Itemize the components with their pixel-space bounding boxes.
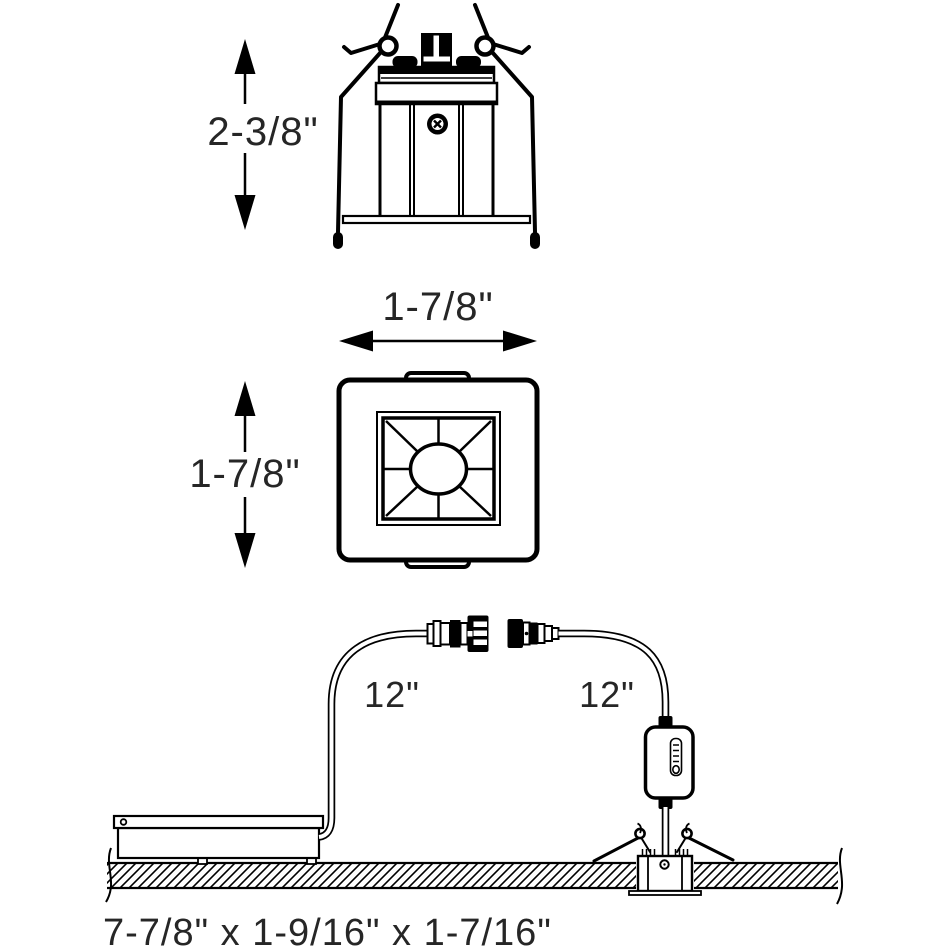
- top-knob-right: [456, 56, 481, 68]
- recessed-fixture: [592, 822, 735, 896]
- spring-loop-right: [474, 35, 496, 57]
- arrowhead-down-icon: [234, 195, 256, 230]
- fixture-spring-clip-left: [592, 822, 651, 863]
- top-plate-edge: [379, 67, 494, 74]
- face-width-dimension-label: 1-7/8": [382, 285, 493, 329]
- trim-flange: [341, 214, 532, 225]
- top-connector-block: [421, 33, 452, 67]
- face-view-figure: [336, 371, 540, 569]
- ceiling-break-right: [836, 847, 844, 905]
- arrowhead-left-icon: [339, 330, 373, 352]
- ceiling-right-band: [694, 863, 838, 888]
- driver-dimensions-label: 7-7/8" x 1-9/16" x 1-7/16": [103, 912, 552, 952]
- right-cable-length-label: 12": [579, 674, 635, 715]
- reflector-facet-lines: [383, 418, 494, 519]
- driver-box: [112, 814, 325, 865]
- ceiling-break-left: [105, 847, 113, 903]
- housing-body: [341, 65, 532, 225]
- face-height-dimension-label: 1-7/8": [189, 452, 300, 496]
- face-height-dimension: 1-7/8": [189, 381, 300, 568]
- driver-cable: [318, 629, 428, 841]
- spring-clip-left: [333, 3, 400, 249]
- installation-figure: 12" 12": [105, 615, 844, 905]
- fixture-pins-right: [674, 849, 689, 856]
- face-width-dimension: 1-7/8": [339, 285, 537, 352]
- side-height-dimension-label: 2-3/8": [207, 110, 318, 154]
- driver-lid-screw: [119, 818, 128, 826]
- fixture-spring-clip-right: [676, 822, 735, 862]
- heatsink-fins: [409, 104, 464, 216]
- fixture-cable: [558, 629, 670, 721]
- ceiling-section: [105, 847, 844, 905]
- spring-loop-left: [377, 35, 399, 57]
- arrowhead-up-icon: [234, 39, 256, 74]
- arrowhead-down-icon: [234, 533, 256, 568]
- inline-switch-module: [643, 716, 695, 809]
- fixture-pins-left: [641, 849, 656, 856]
- left-cable-length-label: 12": [364, 674, 420, 715]
- ceiling-left-band: [107, 863, 636, 888]
- driver-body: [116, 826, 321, 860]
- arrowhead-up-icon: [234, 381, 256, 416]
- fixture-flange: [628, 890, 702, 896]
- module-body: [643, 725, 695, 800]
- side-height-dimension: 2-3/8": [207, 39, 318, 230]
- female-connector: [507, 619, 560, 648]
- driver-lid: [112, 814, 325, 830]
- side-view-figure: [333, 3, 540, 249]
- lens-circle: [408, 442, 469, 496]
- top-knob-left: [392, 56, 418, 68]
- male-connector: [426, 615, 489, 652]
- spring-clip-right: [473, 3, 540, 249]
- arrowhead-right-icon: [503, 330, 537, 352]
